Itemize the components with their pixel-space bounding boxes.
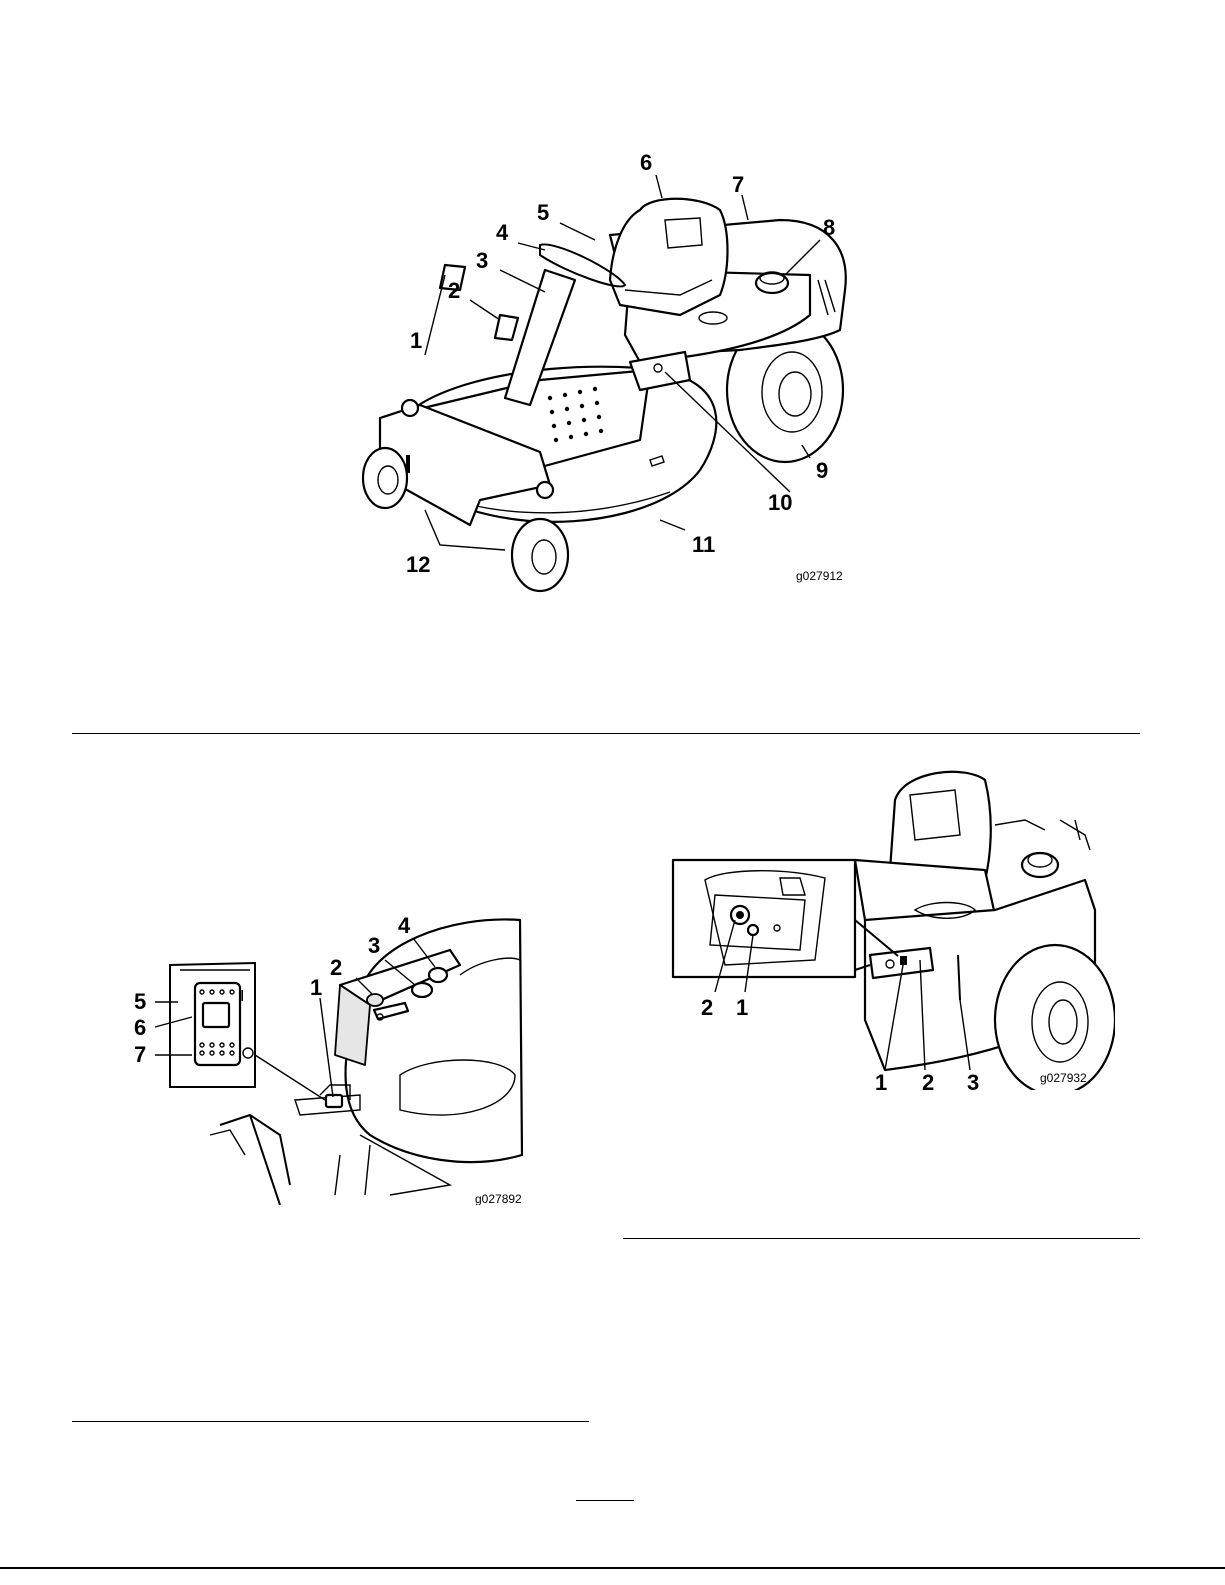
callout-9: 9 <box>816 458 828 483</box>
callout-2: 2 <box>330 955 342 980</box>
console-drawing: I <box>130 905 530 1205</box>
callout-1: 1 <box>310 975 322 1000</box>
front-caster-right <box>512 519 568 591</box>
figure-mower-overview: 1 2 3 4 5 6 7 8 9 10 11 12 g027912 <box>340 140 880 600</box>
callout-8: 8 <box>823 215 835 240</box>
callout-1: 1 <box>875 1070 887 1090</box>
callout-1: 1 <box>410 328 422 353</box>
figure-rear-controls: 2 1 1 2 3 g027932 <box>665 760 1115 1090</box>
callout-3: 3 <box>476 248 488 273</box>
callout-12: 12 <box>406 552 430 577</box>
hour-meter <box>900 956 907 965</box>
divider-right <box>623 1238 1140 1239</box>
fuel-knob <box>429 968 447 982</box>
seat <box>610 199 728 315</box>
callout-7: 7 <box>134 1042 146 1067</box>
inset-callout-2: 2 <box>701 995 713 1020</box>
switch-on-mark: I <box>240 988 244 1005</box>
ignition-switch <box>412 983 432 997</box>
front-caster-left <box>363 448 407 508</box>
figure-id: g027892 <box>475 1192 522 1205</box>
pto-switch <box>326 1095 342 1107</box>
mower-drawing: 1 2 3 4 5 6 7 8 9 10 11 12 g027912 <box>340 140 880 600</box>
callout-2: 2 <box>448 278 460 303</box>
callout-5: 5 <box>134 989 146 1014</box>
figure-console-controls: I <box>130 905 530 1205</box>
inset-frame <box>673 860 855 977</box>
page-number-line <box>576 1500 634 1501</box>
callout-6: 6 <box>640 150 652 175</box>
callout-3: 3 <box>368 933 380 958</box>
fuel-cap <box>1022 853 1058 877</box>
callout-6: 6 <box>134 1015 146 1040</box>
callout-2: 2 <box>922 1070 934 1090</box>
callout-4: 4 <box>398 913 411 938</box>
figure-id: g027912 <box>796 569 843 583</box>
divider-top <box>72 733 1140 734</box>
rear-drawing: 2 1 1 2 3 g027932 <box>665 760 1115 1090</box>
callout-4: 4 <box>496 220 509 245</box>
callout-11: 11 <box>692 532 715 557</box>
callout-7: 7 <box>732 172 744 197</box>
callout-10: 10 <box>768 490 792 515</box>
figure-id: g027932 <box>1040 1071 1087 1085</box>
footer-rule <box>0 1567 1225 1569</box>
inset-callout-1: 1 <box>736 995 748 1020</box>
divider-left <box>72 1421 589 1422</box>
choke-knob <box>367 994 383 1006</box>
inset-indicator <box>748 925 758 935</box>
rear-wheel <box>995 945 1115 1090</box>
callout-5: 5 <box>537 200 549 225</box>
callout-3: 3 <box>967 1070 979 1090</box>
